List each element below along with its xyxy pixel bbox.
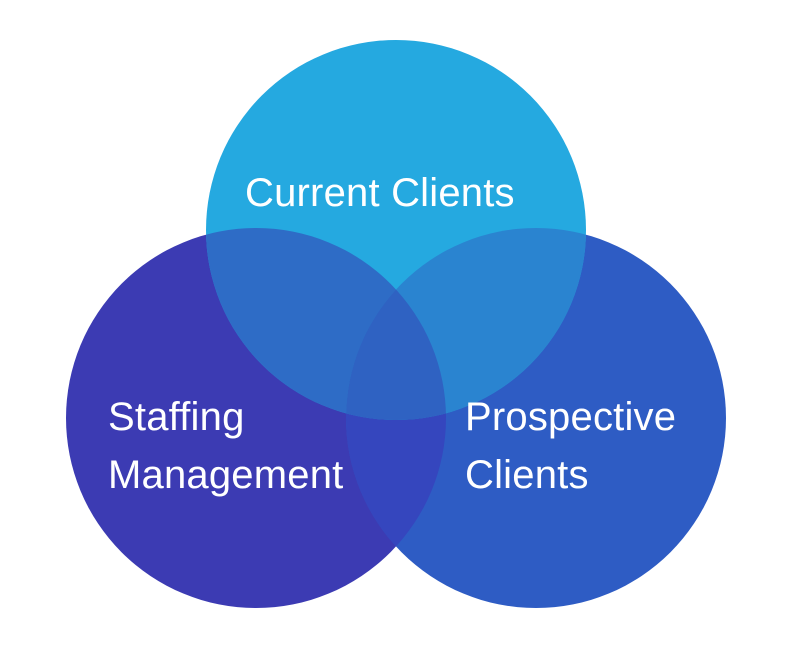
staffing-management-label: Staffing Management <box>108 388 343 504</box>
prospective-clients-label-line-1: Prospective <box>465 395 677 439</box>
staffing-management-label-line-2: Management <box>108 453 344 497</box>
current-clients-label-line-1: Current Clients <box>245 171 515 215</box>
prospective-clients-label: Prospective Clients <box>465 388 676 504</box>
prospective-clients-label-line-2: Clients <box>465 453 589 497</box>
current-clients-label: Current Clients <box>245 164 515 222</box>
staffing-management-label-line-1: Staffing <box>108 395 245 439</box>
